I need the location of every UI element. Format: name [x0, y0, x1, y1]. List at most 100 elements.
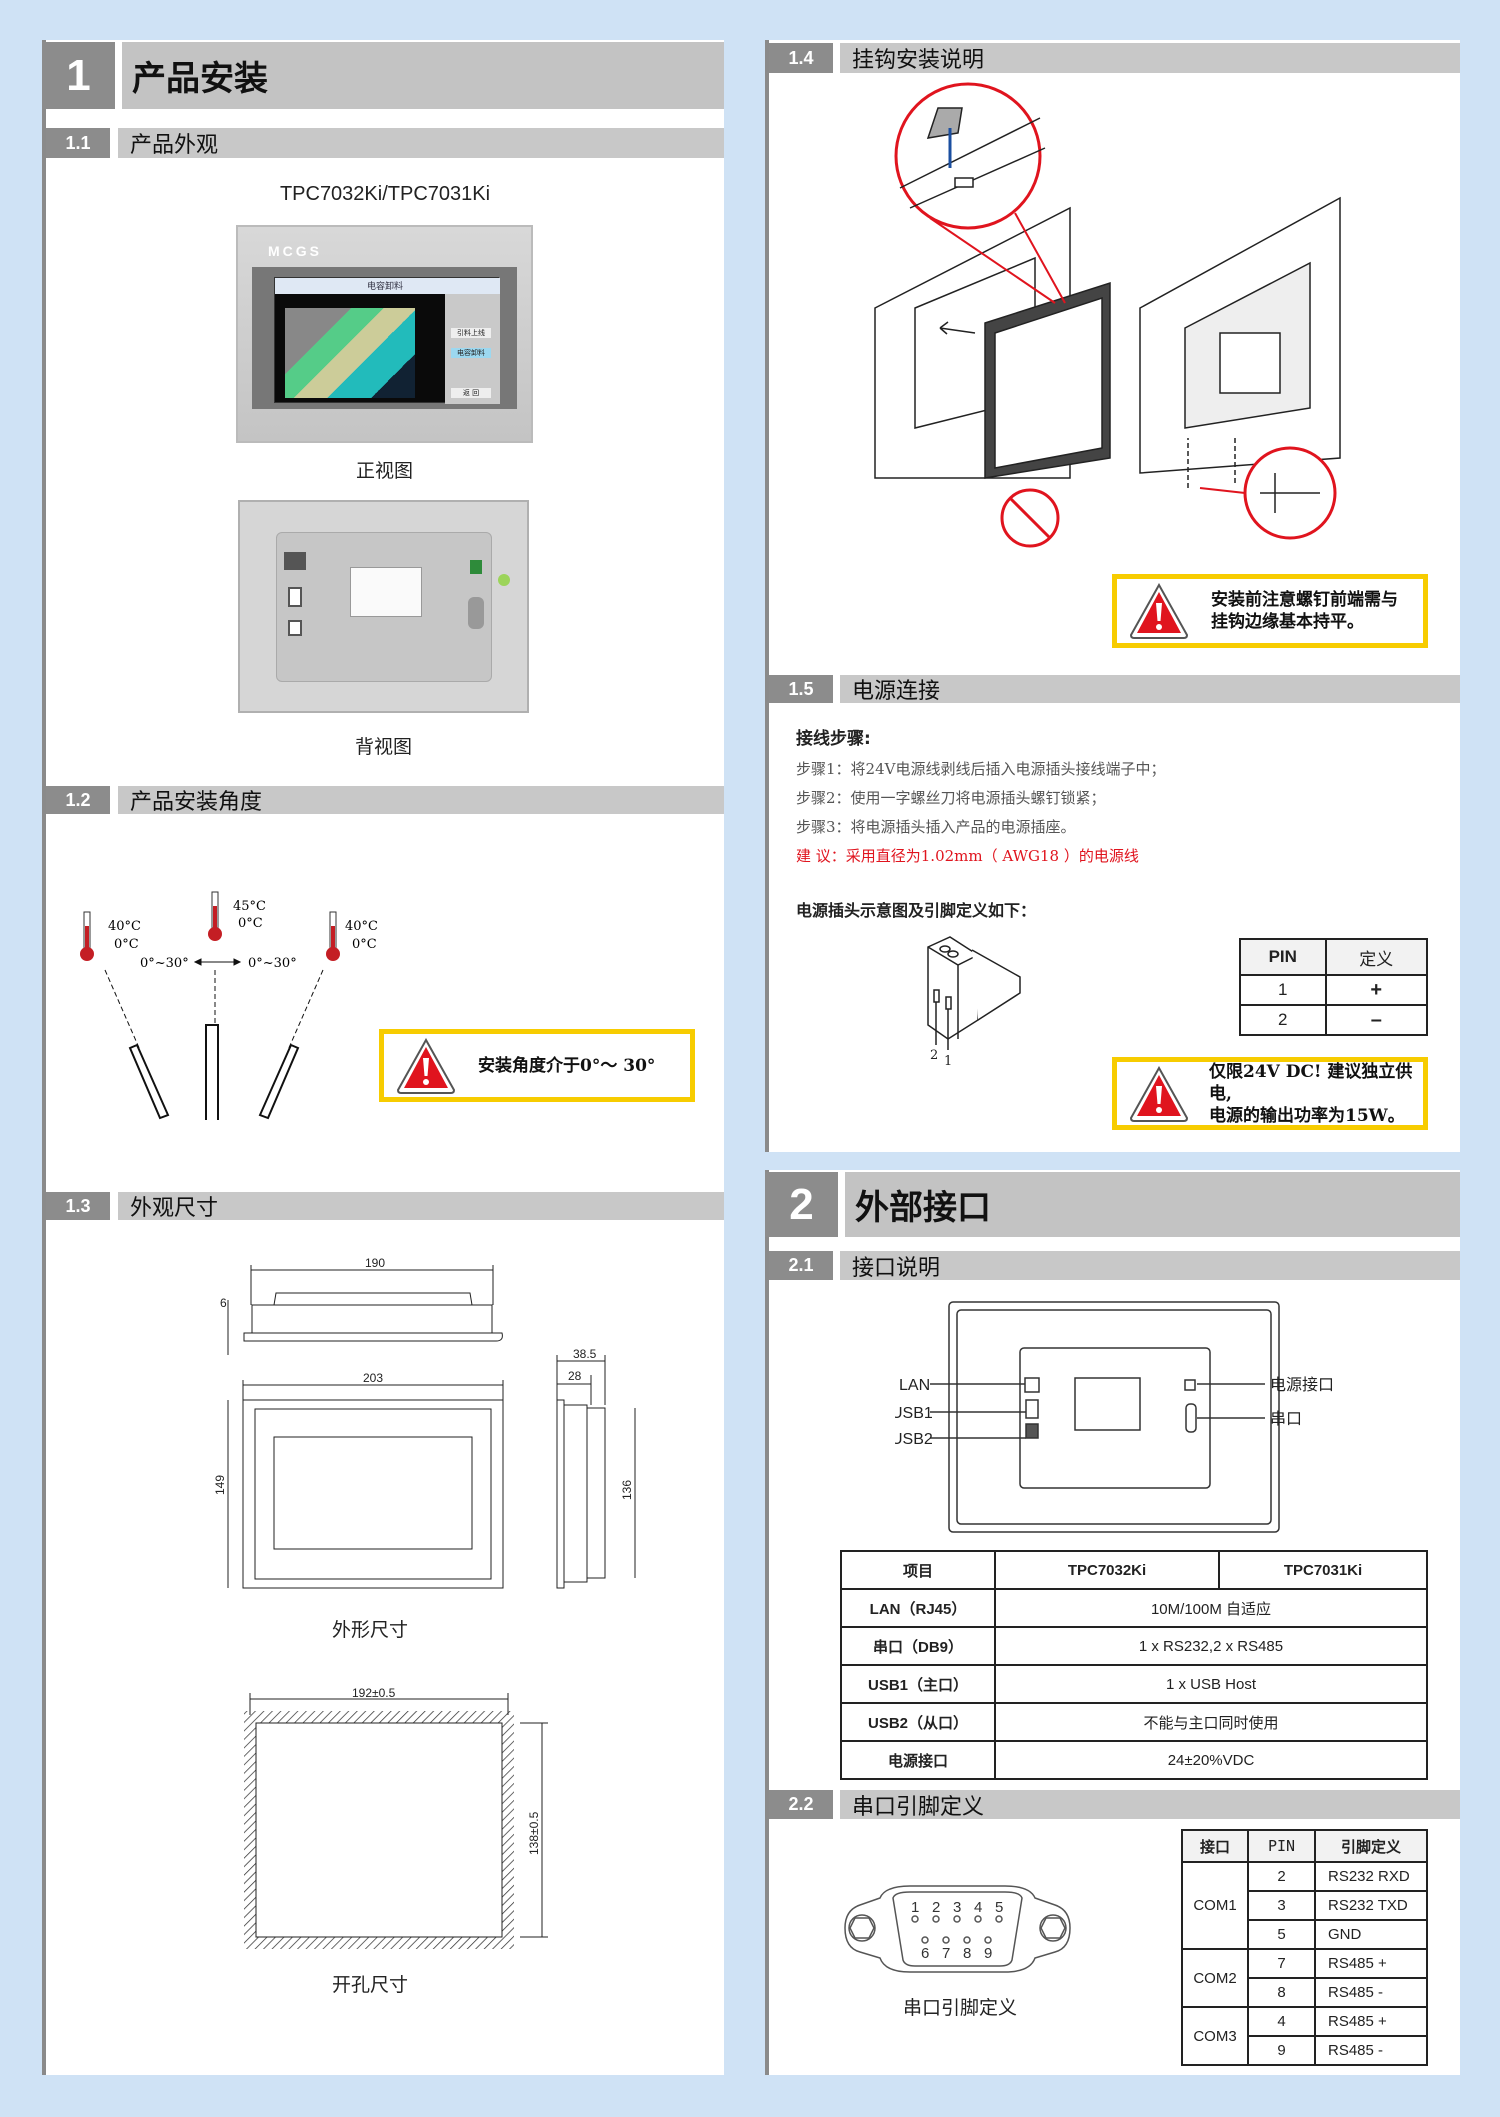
table-cell: USB2（从口）: [840, 1702, 996, 1742]
db9-diagram-label: 串口引脚定义: [902, 1997, 1017, 2019]
table-cell: 2: [1239, 1004, 1327, 1036]
section-1-2-number: 1.2: [46, 786, 110, 814]
svg-text:USB1: USB1: [895, 1405, 933, 1422]
front-view-label: 正视图: [355, 460, 413, 482]
section-1-5-title: 电源连接: [840, 675, 1460, 704]
back-view-label: 背视图: [354, 736, 412, 758]
section-2-1-title: 接口说明: [840, 1251, 1460, 1281]
svg-text:1: 1: [911, 1899, 919, 1916]
table-row: USB1（主口）1 x USB Host: [840, 1664, 1428, 1704]
svg-text:136: 136: [620, 1480, 634, 1500]
svg-text:0°C: 0°C: [352, 937, 377, 952]
table-cell: RS232 RXD: [1314, 1861, 1428, 1892]
svg-text:190: 190: [365, 1256, 385, 1270]
table-row: 1+: [1239, 974, 1429, 1006]
table-cell: 5: [1247, 1919, 1316, 1950]
wiring-advice: 建 议：采用直径为1.02mm（ AWG18 ）的电源线: [796, 847, 1139, 865]
table-cell: RS485 +: [1314, 2006, 1428, 2037]
power-warning: 仅限24V DC! 建议独立供电,电源的输出功率为15W。: [1112, 1057, 1428, 1130]
table-row: 串口（DB9）1 x RS232,2 x RS485: [840, 1626, 1428, 1666]
svg-text:149: 149: [213, 1475, 227, 1495]
table-cell: 不能与主口同时使用: [994, 1702, 1428, 1742]
thermometer-icon: [208, 891, 222, 941]
svg-text:0°C: 0°C: [238, 916, 263, 931]
outline-dimension-drawing: 190 6 203 149 38.528 136: [213, 1256, 636, 1589]
cutout-dimension-drawing: 192±0.5 138±0.5: [244, 1686, 548, 1949]
section-2-2-title: 串口引脚定义: [840, 1790, 1460, 1820]
screen-title: 电容卸料: [366, 282, 403, 292]
svg-text:9: 9: [984, 1945, 992, 1962]
table-cell: 串口（DB9）: [840, 1626, 996, 1666]
svg-text:38.5: 38.5: [573, 1347, 597, 1361]
table-header: PIN: [1247, 1829, 1316, 1863]
plug-diagram-title: 电源插头示意图及引脚定义如下：: [796, 901, 1037, 920]
install-angle-diagram: 40°C0°C 45°C0°C 40°C0°C 0°~30°0°~30°: [80, 891, 378, 1120]
svg-text:0°~30°: 0°~30°: [248, 956, 297, 971]
svg-text:3: 3: [953, 1899, 961, 1916]
table-cell: 1: [1239, 974, 1327, 1006]
table-cell: RS485 -: [1314, 1977, 1428, 2008]
svg-text:8: 8: [963, 1945, 971, 1962]
svg-text:45°C: 45°C: [233, 899, 266, 914]
table-cell: 电源接口: [840, 1740, 996, 1780]
table-cell: 1 x USB Host: [994, 1664, 1428, 1704]
table-cell: USB1（主口）: [840, 1664, 996, 1704]
table-cell: GND: [1314, 1919, 1428, 1950]
svg-text:192±0.5: 192±0.5: [352, 1686, 396, 1700]
wiring-step: 步骤2：使用一字螺丝刀将电源插头螺钉锁紧；: [796, 789, 1106, 807]
section-2-title: 外部接口: [845, 1172, 1460, 1237]
table-cell: 1 x RS232,2 x RS485: [994, 1626, 1428, 1666]
svg-text:0°C: 0°C: [114, 937, 139, 952]
front-screen: 电容卸料 引料上线 电容卸料 返 回: [274, 277, 500, 404]
section-1-2-title: 产品安装角度: [118, 786, 724, 815]
table-header: TPC7031Ki: [1218, 1550, 1428, 1590]
table-row: LAN（RJ45）10M/100M 自适应: [840, 1588, 1428, 1628]
table-cell: RS232 TXD: [1314, 1890, 1428, 1921]
table-header: 定义: [1324, 938, 1429, 976]
section-1-4-number: 1.4: [769, 43, 833, 73]
svg-text:7: 7: [942, 1945, 950, 1962]
svg-text:203: 203: [363, 1371, 383, 1385]
section-2-1-number: 2.1: [769, 1251, 833, 1280]
table-cell: 2: [1247, 1861, 1316, 1892]
section-1-3-number: 1.3: [46, 1192, 110, 1220]
svg-text:4: 4: [974, 1899, 982, 1916]
svg-text:6: 6: [921, 1945, 929, 1962]
table-cell: COM1: [1181, 1861, 1249, 1950]
table-cell: 3: [1247, 1890, 1316, 1921]
hook-install-diagram: [874, 82, 1341, 548]
warning-text: 仅限24V DC! 建议独立供电,电源的输出功率为15W。: [1209, 1061, 1413, 1126]
svg-text:28: 28: [568, 1369, 582, 1383]
table-cell: RS485 -: [1314, 2035, 1428, 2066]
rear-interface-diagram: LAN USB1 USB2 电源接口 串口: [895, 1301, 1334, 1533]
svg-text:USB2: USB2: [895, 1431, 933, 1448]
table-cell: 4: [1247, 2006, 1316, 2037]
svg-text:40°C: 40°C: [345, 919, 378, 934]
table-cell: COM2: [1181, 1948, 1249, 2008]
table-header: 引脚定义: [1314, 1829, 1428, 1863]
svg-text:5: 5: [995, 1899, 1003, 1916]
wiring-step: 步骤1：将24V电源线剥线后插入电源插头接线端子中；: [796, 760, 1166, 778]
screen-button: 电容卸料: [451, 348, 491, 358]
table-cell: RS485 +: [1314, 1948, 1428, 1979]
cutout-dimension-label: 开孔尺寸: [331, 1974, 408, 1996]
svg-text:LAN: LAN: [899, 1377, 930, 1394]
warning-icon: [396, 1038, 456, 1094]
table-cell: +: [1324, 974, 1429, 1006]
table-cell: 8: [1247, 1977, 1316, 2008]
warning-text: 安装前注意螺钉前端需与挂钩边缘基本持平。: [1211, 590, 1398, 632]
svg-text:电源接口: 电源接口: [1270, 1376, 1334, 1394]
thermometer-icon: [80, 911, 94, 961]
section-1-3-title: 外观尺寸: [118, 1192, 724, 1221]
table-row: 2–: [1239, 1004, 1429, 1036]
section-1-5-number: 1.5: [769, 675, 833, 703]
wiring-step: 步骤3：将电源插头插入产品的电源插座。: [796, 818, 1076, 836]
svg-text:138±0.5: 138±0.5: [527, 1811, 541, 1855]
